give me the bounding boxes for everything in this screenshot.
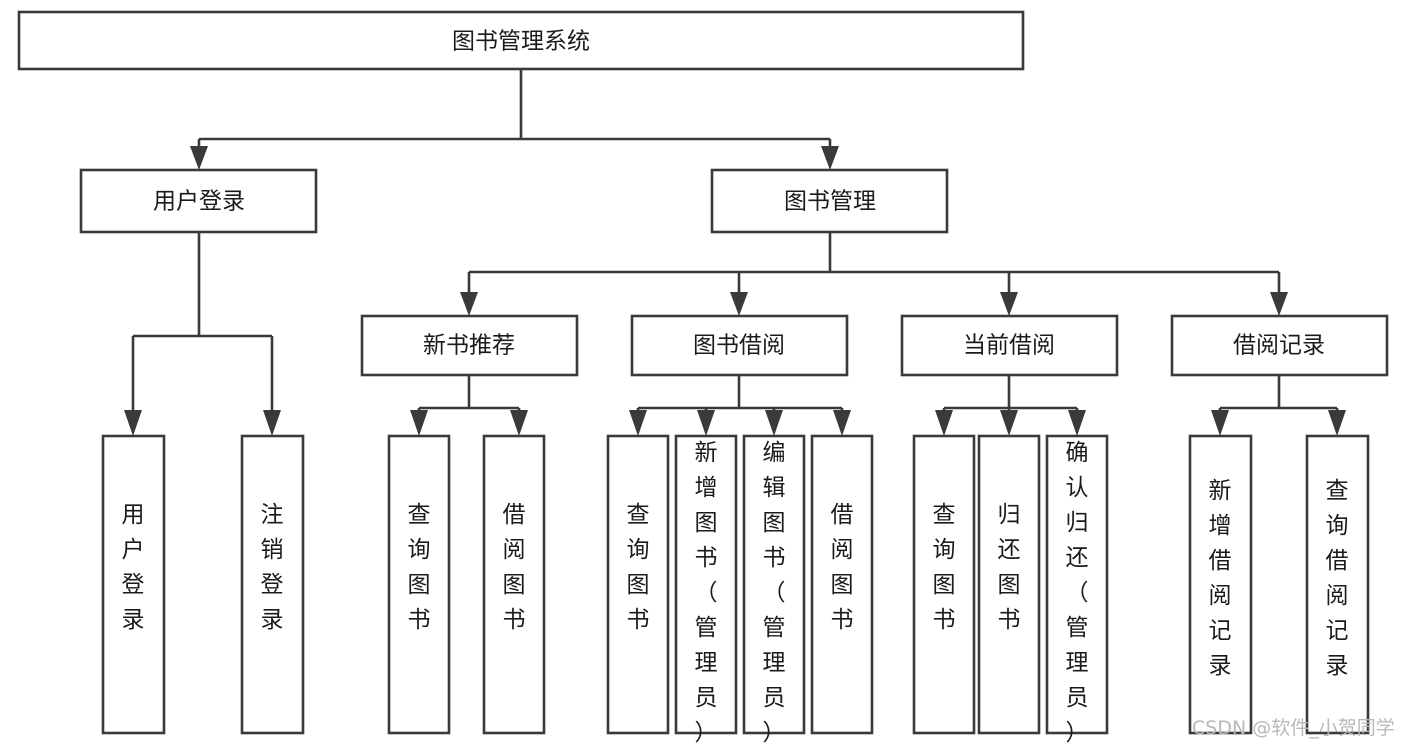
node-current-borrow[interactable]: 当前借阅 (900, 314, 1119, 377)
node-leaf-query-book-1-label: 查询图书 (408, 502, 431, 633)
node-book-borrow-box[interactable] (630, 314, 849, 377)
node-leaf-query-record[interactable]: 查询借阅记录 (1305, 434, 1370, 735)
node-leaf-add-book[interactable]: 新增图书（管理员） (674, 434, 738, 746)
arrow-head-user-login (190, 146, 208, 170)
node-leaf-user-logout[interactable]: 注销登录 (240, 434, 305, 735)
connector-layer (124, 69, 1346, 436)
node-borrow-record-label: 借阅记录 (1233, 333, 1325, 359)
node-leaf-confirm-return-box[interactable] (1045, 434, 1109, 735)
arrow-head-leaf-confirm-return (1068, 410, 1086, 436)
node-leaf-edit-book[interactable]: 编辑图书（管理员） (742, 434, 806, 746)
node-current-borrow-label: 当前借阅 (963, 333, 1055, 359)
arrow-head-book-borrow (730, 292, 748, 316)
node-user-login[interactable]: 用户登录 (79, 168, 318, 234)
node-book-borrow-label: 图书借阅 (693, 333, 785, 359)
node-leaf-query-book-1[interactable]: 查询图书 (387, 434, 451, 735)
node-new-book-recommend[interactable]: 新书推荐 (360, 314, 579, 377)
node-leaf-borrow-book-2-label: 借阅图书 (831, 502, 854, 633)
node-leaf-add-record[interactable]: 新增借阅记录 (1188, 434, 1253, 735)
arrow-head-leaf-borrow-book-1 (510, 410, 528, 436)
node-leaf-borrow-book-1-box[interactable] (482, 434, 546, 735)
arrow-head-current-borrow (1000, 292, 1018, 316)
node-leaf-query-book-2-box[interactable] (606, 434, 670, 735)
node-leaf-return-book-label: 归还图书 (998, 502, 1021, 633)
node-leaf-add-record-label: 新增借阅记录 (1209, 478, 1232, 679)
node-leaf-edit-book-box[interactable] (742, 434, 806, 735)
arrow-head-borrow-record (1270, 292, 1288, 316)
node-leaf-query-book-3-box[interactable] (912, 434, 976, 735)
node-leaf-add-record-box[interactable] (1188, 434, 1253, 735)
arrow-head-leaf-user-login (124, 410, 142, 436)
node-leaf-confirm-return[interactable]: 确认归还（管理员） (1045, 434, 1109, 746)
node-leaf-borrow-book-2-box[interactable] (810, 434, 874, 735)
node-leaf-return-book[interactable]: 归还图书 (977, 434, 1041, 735)
node-leaf-query-book-2[interactable]: 查询图书 (606, 434, 670, 735)
node-leaf-add-book-label: 新增图书（管理员） (695, 440, 718, 746)
arrow-head-leaf-query-book-1 (410, 410, 428, 436)
node-leaf-query-record-box[interactable] (1305, 434, 1370, 735)
node-leaf-user-login[interactable]: 用户登录 (101, 434, 166, 735)
arrow-head-leaf-return-book (1000, 410, 1018, 436)
arrow-head-leaf-query-book-3 (935, 410, 953, 436)
node-borrow-record[interactable]: 借阅记录 (1170, 314, 1389, 377)
node-leaf-query-book-3-label: 查询图书 (933, 502, 956, 633)
node-new-book-recommend-box[interactable] (360, 314, 579, 377)
node-book-management-box[interactable] (710, 168, 949, 234)
node-root-box[interactable] (17, 10, 1025, 71)
node-leaf-edit-book-label: 编辑图书（管理员） (763, 440, 786, 746)
node-leaf-user-login-label: 用户登录 (122, 502, 145, 633)
node-leaf-query-book-2-label: 查询图书 (627, 502, 650, 633)
node-book-management[interactable]: 图书管理 (710, 168, 949, 234)
node-leaf-add-book-box[interactable] (674, 434, 738, 735)
node-leaf-borrow-book-1-label: 借阅图书 (503, 502, 526, 633)
node-root-label: 图书管理系统 (452, 29, 590, 55)
arrow-head-leaf-query-record (1328, 410, 1346, 436)
node-leaf-user-login-box[interactable] (101, 434, 166, 735)
node-book-management-label: 图书管理 (784, 189, 876, 215)
arrow-head-new-book-recommend (460, 292, 478, 316)
csdn-watermark: CSDN @软件_小贺同学 (1192, 717, 1395, 739)
arrow-head-leaf-edit-book (765, 410, 783, 436)
node-current-borrow-box[interactable] (900, 314, 1119, 377)
arrow-head-leaf-borrow-book-2 (833, 410, 851, 436)
node-leaf-confirm-return-label: 确认归还（管理员） (1066, 440, 1089, 746)
node-leaf-borrow-book-2[interactable]: 借阅图书 (810, 434, 874, 735)
node-leaf-query-book-3[interactable]: 查询图书 (912, 434, 976, 735)
node-leaf-user-logout-box[interactable] (240, 434, 305, 735)
node-borrow-record-box[interactable] (1170, 314, 1389, 377)
node-leaf-borrow-book-1[interactable]: 借阅图书 (482, 434, 546, 735)
node-user-login-label: 用户登录 (153, 189, 245, 215)
arrow-head-leaf-add-book (697, 410, 715, 436)
arrow-head-leaf-add-record (1211, 410, 1229, 436)
node-leaf-query-record-label: 查询借阅记录 (1326, 478, 1349, 679)
node-user-login-box[interactable] (79, 168, 318, 234)
arrow-head-leaf-user-logout (263, 410, 281, 436)
node-leaf-query-book-1-box[interactable] (387, 434, 451, 735)
node-root[interactable]: 图书管理系统 (17, 10, 1025, 71)
node-new-book-recommend-label: 新书推荐 (423, 333, 515, 359)
node-book-borrow[interactable]: 图书借阅 (630, 314, 849, 377)
arrow-head-leaf-query-book-2 (629, 410, 647, 436)
node-leaf-user-logout-label: 注销登录 (261, 502, 284, 633)
arrow-head-book-management (821, 146, 839, 170)
node-leaf-return-book-box[interactable] (977, 434, 1041, 735)
